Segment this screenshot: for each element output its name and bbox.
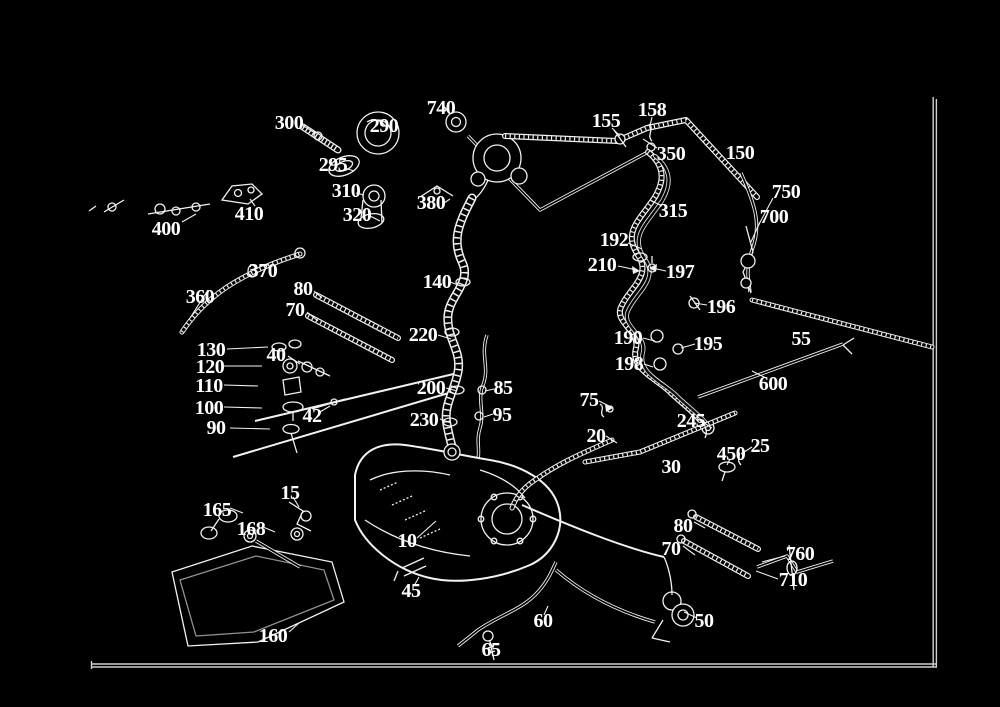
fuel-lines-bundle-drawing bbox=[620, 152, 932, 482]
part-label-210: 210 bbox=[587, 254, 617, 276]
part-label-700: 700 bbox=[759, 206, 789, 228]
part-label-130: 130 bbox=[196, 339, 226, 361]
part-label-120: 120 bbox=[195, 356, 225, 378]
fuel-tank-drawing bbox=[354, 443, 665, 582]
part-label-40: 40 bbox=[266, 344, 287, 366]
heat-shield-drawing bbox=[171, 501, 345, 647]
part-label-20: 20 bbox=[586, 425, 607, 447]
part-label-198: 198 bbox=[614, 353, 644, 375]
part-label-380: 380 bbox=[416, 192, 446, 214]
part-label-155: 155 bbox=[591, 110, 621, 132]
part-label-400: 400 bbox=[151, 218, 181, 240]
bracket-parts-drawing bbox=[88, 183, 264, 216]
part-label-70: 70 bbox=[285, 299, 306, 321]
part-label-350: 350 bbox=[656, 143, 686, 165]
part-label-10: 10 bbox=[397, 530, 418, 552]
part-label-360: 360 bbox=[185, 286, 215, 308]
part-label-195: 195 bbox=[693, 333, 723, 355]
breather-line-drawing bbox=[505, 120, 757, 294]
part-label-740: 740 bbox=[426, 97, 456, 119]
part-label-100: 100 bbox=[194, 397, 224, 419]
part-label-25: 25 bbox=[750, 435, 771, 457]
part-label-158: 158 bbox=[637, 99, 667, 121]
part-label-310: 310 bbox=[331, 180, 361, 202]
filler-neck-drawing bbox=[419, 104, 650, 212]
part-label-70: 70 bbox=[661, 538, 682, 560]
part-label-30: 30 bbox=[661, 456, 682, 478]
part-label-220: 220 bbox=[408, 324, 438, 346]
part-label-80: 80 bbox=[293, 278, 314, 300]
part-label-160: 160 bbox=[258, 625, 288, 647]
part-label-450: 450 bbox=[716, 443, 746, 465]
page-border bbox=[90, 97, 938, 669]
part-label-80: 80 bbox=[673, 515, 694, 537]
part-label-230: 230 bbox=[409, 409, 439, 431]
return-hoses-drawing bbox=[554, 509, 835, 643]
part-label-710: 710 bbox=[778, 569, 808, 591]
part-label-110: 110 bbox=[195, 375, 223, 397]
part-label-197: 197 bbox=[665, 261, 695, 283]
fuel-feed-pipes-drawing bbox=[456, 403, 735, 661]
part-label-410: 410 bbox=[234, 203, 264, 225]
part-label-75: 75 bbox=[579, 389, 600, 411]
part-label-760: 760 bbox=[785, 543, 815, 565]
leader-lines bbox=[181, 116, 786, 647]
part-label-65: 65 bbox=[481, 639, 502, 661]
part-label-750: 750 bbox=[771, 181, 801, 203]
part-label-42: 42 bbox=[302, 405, 323, 427]
part-label-245: 245 bbox=[676, 410, 706, 432]
part-label-192: 192 bbox=[599, 229, 629, 251]
part-label-315: 315 bbox=[658, 200, 688, 222]
part-label-168: 168 bbox=[236, 518, 266, 540]
part-label-290: 290 bbox=[369, 115, 399, 137]
part-label-370: 370 bbox=[248, 260, 278, 282]
part-label-95: 95 bbox=[492, 404, 513, 426]
part-label-50: 50 bbox=[694, 610, 715, 632]
part-label-200: 200 bbox=[416, 377, 446, 399]
part-label-165: 165 bbox=[202, 499, 232, 521]
part-label-196: 196 bbox=[706, 296, 736, 318]
part-label-320: 320 bbox=[342, 204, 372, 226]
part-label-300: 300 bbox=[274, 112, 304, 134]
part-label-85: 85 bbox=[493, 377, 514, 399]
part-label-295: 295 bbox=[318, 154, 348, 176]
part-label-55: 55 bbox=[791, 328, 812, 350]
part-label-600: 600 bbox=[758, 373, 788, 395]
part-label-140: 140 bbox=[422, 271, 452, 293]
part-label-90: 90 bbox=[206, 417, 227, 439]
filler-hose-drawing bbox=[443, 198, 489, 460]
part-label-60: 60 bbox=[533, 610, 554, 632]
part-label-190: 190 bbox=[613, 327, 643, 349]
grommet-stack-drawing bbox=[232, 339, 463, 458]
part-label-15: 15 bbox=[280, 482, 301, 504]
part-label-45: 45 bbox=[401, 580, 422, 602]
part-label-150: 150 bbox=[725, 142, 755, 164]
filler-cap-drawing bbox=[303, 111, 400, 230]
